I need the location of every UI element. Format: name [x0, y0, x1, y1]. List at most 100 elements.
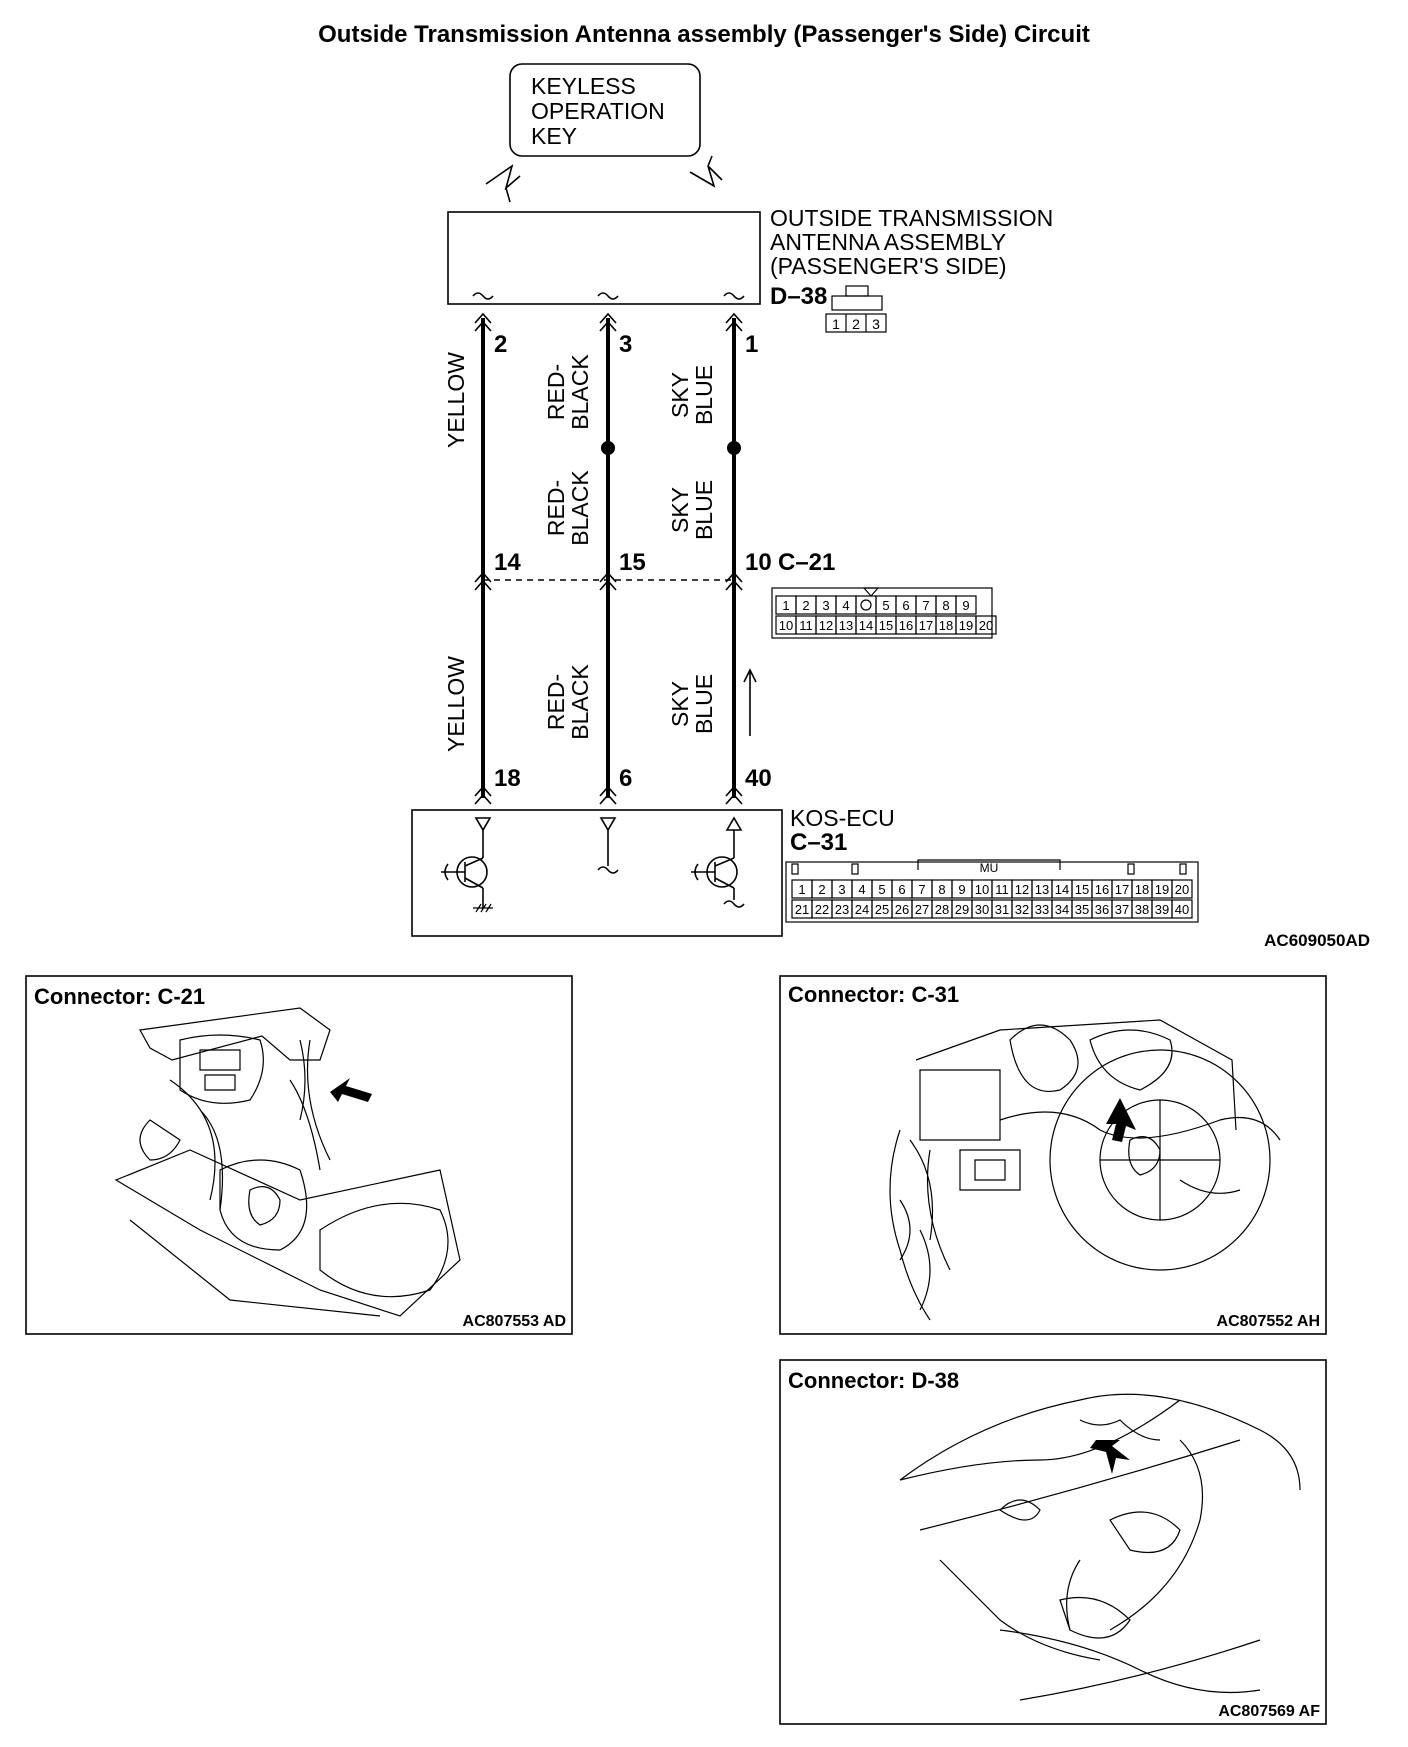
pin-label: 2 — [802, 598, 809, 613]
pin-label: 19 — [959, 618, 973, 633]
location-arrow-icon — [330, 1078, 372, 1102]
location-arrow-icon — [1106, 1098, 1136, 1142]
pin-label: 40 — [1175, 902, 1189, 917]
pin-label: 36 — [1095, 902, 1109, 917]
pin-label: 20 — [979, 618, 993, 633]
c21-connector-label: C–21 — [778, 549, 835, 576]
connector-chevron — [474, 571, 492, 591]
pin-label: 16 — [899, 618, 913, 633]
pin-cell — [855, 595, 877, 615]
d38-pin: 1 — [832, 316, 840, 332]
wire-color-label: RED- — [543, 364, 569, 420]
pin-cell — [955, 595, 977, 615]
connector-chevron — [599, 785, 617, 805]
pin-label: 10 — [779, 618, 793, 633]
pin-label: 10 — [975, 882, 989, 897]
location-arrow-icon — [1090, 1440, 1130, 1474]
pin-label: 20 — [1175, 882, 1189, 897]
splice-point — [601, 441, 615, 455]
terminal-triangle-down — [474, 817, 492, 832]
bottom-pin-number: 6 — [619, 765, 632, 792]
door-illustration — [899, 1393, 1301, 1701]
transistor-icon — [441, 830, 493, 913]
pin-label: 9 — [958, 882, 965, 897]
pin-label: 9 — [962, 598, 969, 613]
top-pin-number: 1 — [745, 331, 758, 358]
console-illustration — [114, 1007, 461, 1317]
mid-pin-number: 15 — [619, 549, 646, 576]
pin-label: 6 — [898, 882, 905, 897]
key-circle-icon — [860, 599, 872, 611]
d38-pin: 3 — [872, 316, 880, 332]
top-pin-number: 2 — [494, 331, 507, 358]
pin-label: 14 — [859, 618, 873, 633]
wire-color-label: SKY — [667, 487, 693, 533]
key-box-line-2: OPERATION — [531, 98, 665, 124]
pin-label: 4 — [842, 598, 849, 613]
pin-label: 5 — [882, 598, 889, 613]
wire-color-label: SKY — [667, 372, 693, 418]
figure-code: AC609050AD — [1264, 931, 1370, 950]
pin-label: 17 — [1115, 882, 1129, 897]
pin-label: 2 — [818, 882, 825, 897]
top-pin-number: 3 — [619, 331, 632, 358]
pin-label: 18 — [1135, 882, 1149, 897]
antenna-connector-label: D–38 — [770, 283, 827, 310]
wireless-signal-icon-right — [689, 155, 723, 188]
pin-label: 27 — [915, 902, 929, 917]
panel-code: AC807569 AF — [1218, 1703, 1320, 1720]
wire-color-label: BLACK — [567, 354, 593, 430]
mid-pin-number: 10 — [745, 549, 772, 576]
dashboard-illustration — [889, 1019, 1281, 1321]
transistor-icon — [691, 830, 745, 908]
pin-label: 14 — [1055, 882, 1069, 897]
antenna-label-line-1: OUTSIDE TRANSMISSION — [770, 205, 1053, 231]
wire-color-label: SKY — [667, 681, 693, 727]
panel-title: Connector: C-31 — [788, 982, 959, 1007]
antenna-label-line-2: ANTENNA ASSEMBLY — [770, 229, 1006, 255]
bottom-pin-number: 40 — [745, 765, 772, 792]
key-box-line-1: KEYLESS — [531, 73, 636, 99]
pin-label: 17 — [919, 618, 933, 633]
pin-label: 37 — [1115, 902, 1129, 917]
connector-chevron — [599, 571, 617, 591]
pin-label: 11 — [799, 618, 813, 633]
pin-label: 15 — [1075, 882, 1089, 897]
pin-label: 15 — [879, 618, 893, 633]
pin-label: 38 — [1135, 902, 1149, 917]
connector-chevron — [725, 312, 743, 332]
antenna-assembly-box — [447, 211, 761, 305]
pin-label: 31 — [995, 902, 1009, 917]
wireless-signal-icon-left — [485, 164, 521, 203]
connector-chevron — [725, 785, 743, 805]
pin-label: 35 — [1075, 902, 1089, 917]
wire-color-label: RED- — [543, 674, 569, 730]
key-marker: MU — [980, 861, 999, 875]
terminal-mark — [597, 292, 619, 300]
pin-label: 13 — [839, 618, 853, 633]
pin-label: 13 — [1035, 882, 1049, 897]
pin-label: 7 — [918, 882, 925, 897]
pin-label: 8 — [942, 598, 949, 613]
d38-connector-face-icon: 1 2 3 — [825, 285, 887, 333]
wire-color-label: YELLOW — [443, 656, 469, 752]
pin-label: 21 — [795, 902, 809, 917]
terminal-triangle-down — [599, 817, 617, 832]
pin-label: 22 — [815, 902, 829, 917]
splice-point — [727, 441, 741, 455]
terminal-mark — [723, 292, 745, 300]
pin-label: 5 — [878, 882, 885, 897]
terminal-triangle-up — [725, 816, 743, 831]
pin-label: 33 — [1035, 902, 1049, 917]
pin-label: 28 — [935, 902, 949, 917]
panel-connector-c21: Connector: C-21 AC807553 AD — [25, 975, 573, 1335]
ecu-connector-label: C–31 — [790, 829, 847, 856]
pin-label: 26 — [895, 902, 909, 917]
pin-label: 11 — [995, 882, 1009, 897]
wire-color-label: BLUE — [691, 365, 717, 425]
pin-cell — [1171, 879, 1193, 899]
d38-pin: 2 — [852, 316, 860, 332]
panel-code: AC807553 AD — [463, 1313, 566, 1330]
